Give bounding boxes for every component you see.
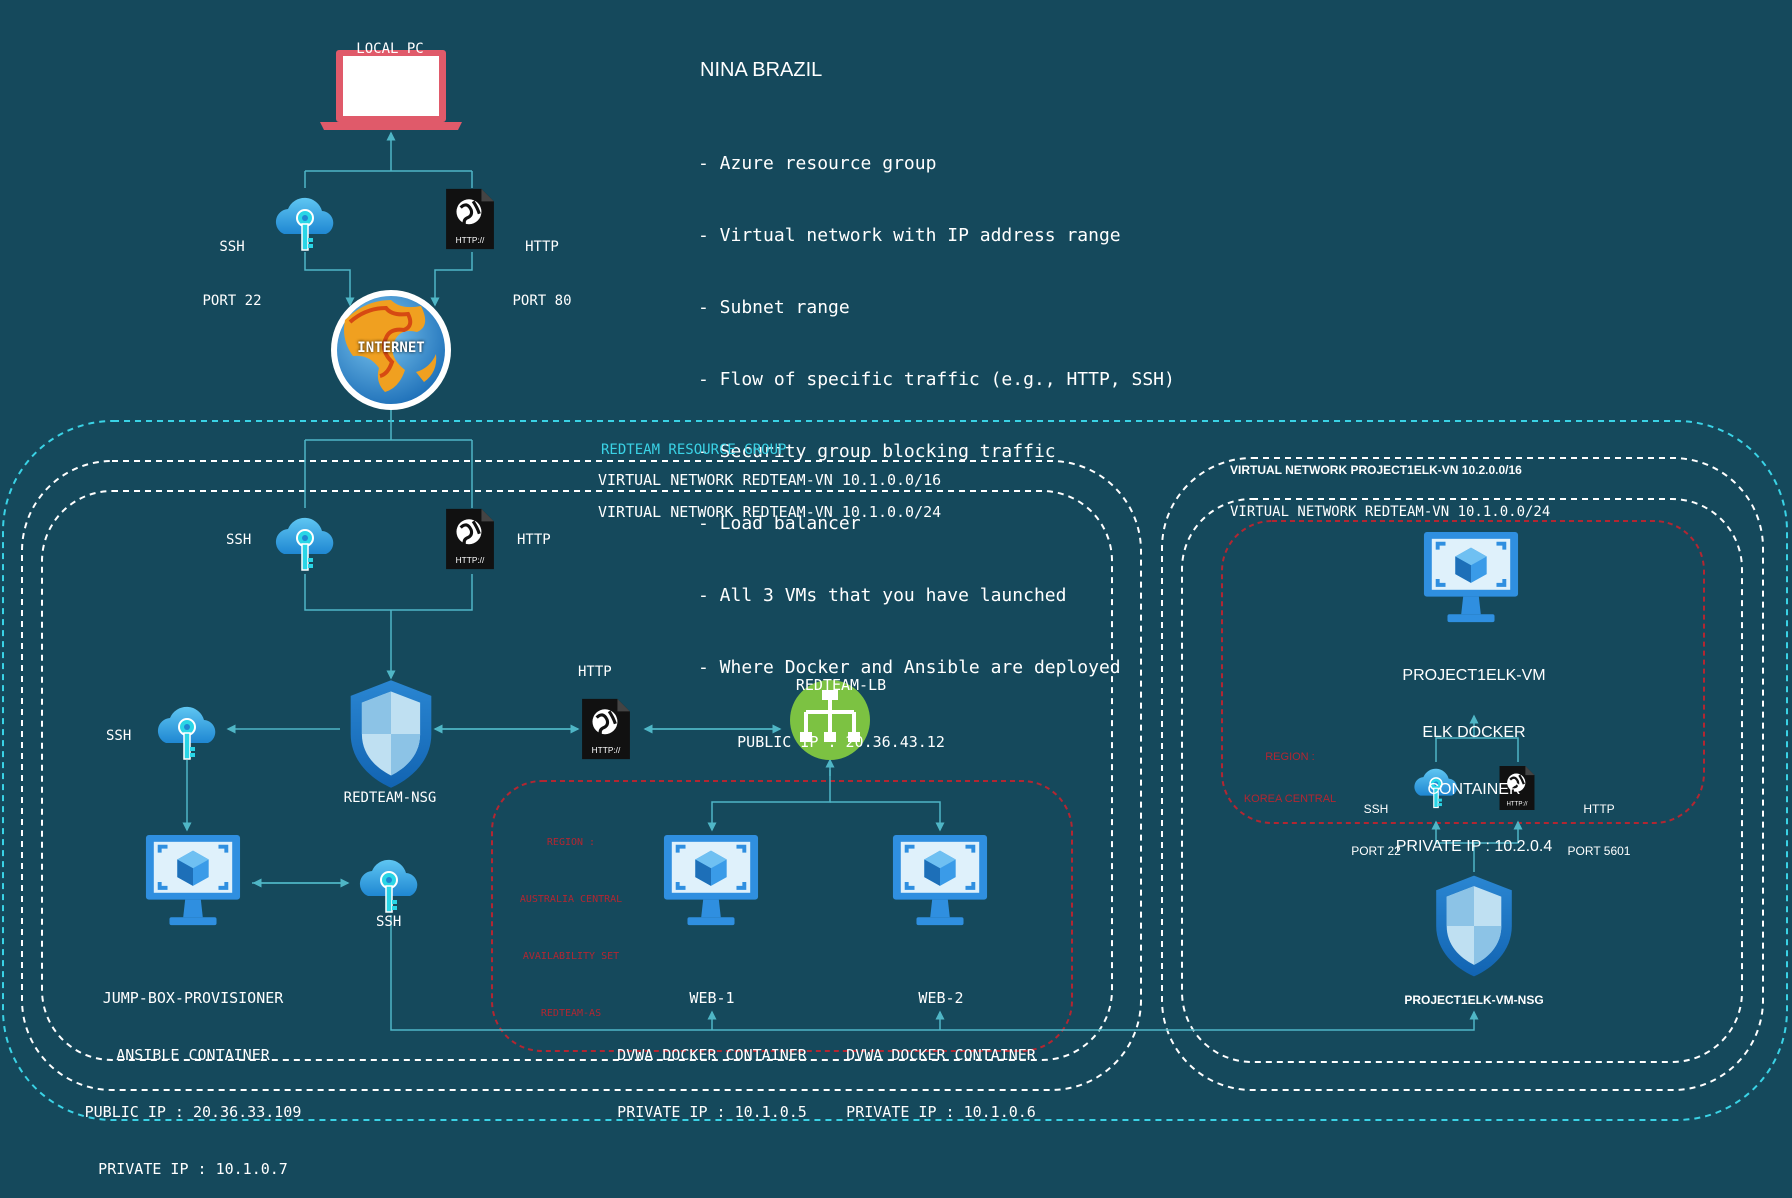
ssh-key-cloud-icon [274,196,335,251]
left-ssh-label: SSH [106,728,132,744]
elk-vm-label: PROJECT1ELK-VM ELK DOCKER CONTAINER PRIV… [1395,667,1553,855]
diagram-canvas: HTTP:// [2,50,1788,1121]
inner-http-label: HTTP [517,532,551,548]
internet-label: INTERNET [357,340,425,356]
redteam-nsg-label: REDTEAM-NSG [343,790,437,806]
load-balancer-icon [790,680,870,760]
vnet-redteam-label: VIRTUAL NETWORK REDTEAM-VN 10.1.0.0/16 [598,471,942,489]
virtual-machine-icon [893,835,987,925]
ssh-key-cloud-icon [274,516,335,571]
web1-label: WEB-1 DVWA DOCKER CONTAINER PRIVATE IP :… [617,989,807,1121]
connectors [182,131,1523,1031]
bullet-list: - Azure resource group - Virtual network… [698,104,1175,704]
subnet-redteam-boundary [41,490,1113,1061]
jumpbox-label: JUMP-BOX-PROVISIONER ANSIBLE CONTAINER P… [84,989,302,1178]
region-australia-label: REGION : AUSTRALIA CENTRAL AVAILABILITY … [519,837,623,1019]
vnet-redteam-boundary [21,460,1142,1091]
virtual-machine-icon [664,835,758,925]
top-http-label: HTTP PORT 80 [512,239,572,309]
lb-http-label: HTTP [578,664,612,680]
http-document-icon [444,507,496,571]
redteam-lb-label: REDTEAM-LB PUBLIC IP : 20.36.43.12 [737,676,945,751]
bullet-item: - Security group blocking traffic [698,441,1056,462]
resource-group-boundary [2,420,1788,1121]
http-document-icon [444,187,496,251]
ssh-key-cloud-icon [156,705,217,760]
region-australia-boundary [491,780,1073,1052]
resource-group-label: REDTEAM RESOURCE GROUP [601,442,787,458]
top-ssh-label: SSH PORT 22 [202,239,262,309]
subnet-elk-boundary [1181,498,1743,1063]
jumpbox-ssh-label: SSH [376,914,402,930]
ssh-key-cloud-icon [358,858,419,913]
bullet-item: - Virtual network with IP address range [698,225,1121,246]
region-korea-label: REGION : KOREA CENTRAL [1243,751,1337,805]
page-title: NINA BRAZIL [700,59,823,81]
bullet-item: - Subnet range [698,297,850,318]
elk-http-label: HTTP PORT 5601 [1567,802,1631,858]
region-korea-boundary [1221,520,1705,824]
subnet-elk-label: VIRTUAL NETWORK REDTEAM-VN 10.1.0.0/24 [1230,504,1551,520]
http-document-icon [580,697,632,761]
virtual-machine-icon [146,835,240,925]
elk-nsg-label: PROJECT1ELK-VM-NSG [1404,993,1544,1007]
bullet-item: - Flow of specific traffic (e.g., HTTP, … [698,369,1175,390]
bullet-item: - Azure resource group [698,153,937,174]
globe-icon [331,290,451,410]
web2-label: WEB-2 DVWA DOCKER CONTAINER PRIVATE IP :… [846,989,1036,1121]
shield-icon [350,680,432,788]
laptop-icon [320,50,462,130]
local-pc-label: LOCAL PC MAC/WINDOWS [343,41,437,114]
vnet-elk-label: VIRTUAL NETWORK PROJECT1ELK-VN 10.2.0.0/… [1230,463,1522,477]
subnet-redteam-label: VIRTUAL NETWORK REDTEAM-VN 10.1.0.0/24 [598,503,942,521]
inner-ssh-label: SSH [226,532,252,548]
vnet-elk-boundary [1161,457,1764,1091]
bullet-item: - All 3 VMs that you have launched [698,585,1067,606]
shield-icon [1436,875,1512,977]
elk-ssh-label: SSH PORT 22 [1351,802,1401,858]
virtual-machine-icon [1424,532,1518,622]
bullet-item: - Load balancer [698,513,861,534]
bullet-item: - Where Docker and Ansible are deployed [698,657,1121,678]
